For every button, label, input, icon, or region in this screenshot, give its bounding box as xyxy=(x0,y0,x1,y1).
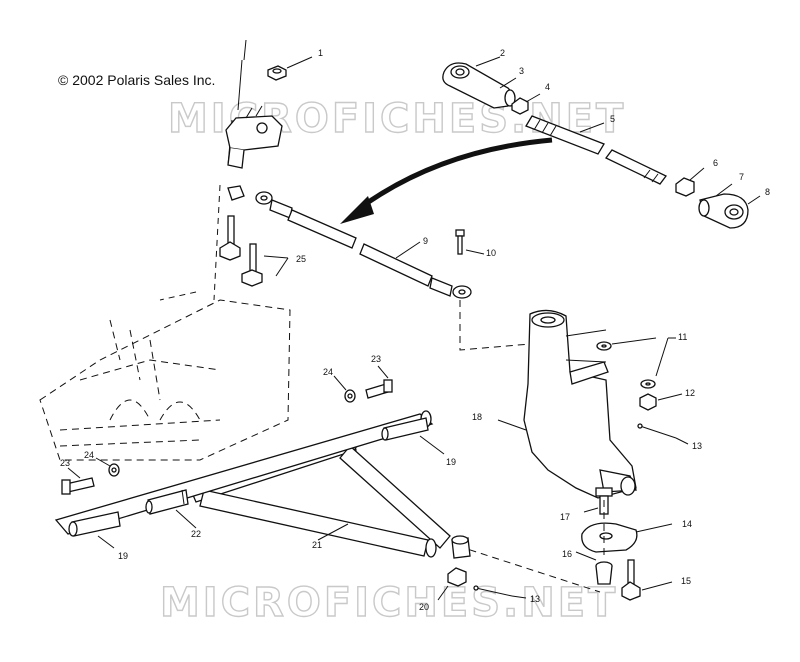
callout-13-lower: 13 xyxy=(530,594,540,604)
callout-24-left: 24 xyxy=(84,450,94,460)
callout-24-right: 24 xyxy=(323,367,333,377)
callout-4: 4 xyxy=(545,82,550,92)
watermark-bottom: MICROFICHES.NET xyxy=(160,580,618,626)
ball-joint-plate-14 xyxy=(581,522,673,553)
callout-7: 7 xyxy=(739,172,744,182)
callout-14: 14 xyxy=(682,519,692,529)
callout-19-right: 19 xyxy=(446,457,456,467)
nut-1 xyxy=(267,56,313,81)
castle-nut-12 xyxy=(639,393,683,411)
bolt-23-right xyxy=(365,365,393,399)
washers-11 xyxy=(596,337,676,389)
cotter-pin-13-upper xyxy=(637,423,689,445)
callout-labels: 1 2 3 4 5 6 7 8 9 10 11 12 13 13 14 15 1… xyxy=(60,48,770,612)
callout-2: 2 xyxy=(500,48,505,58)
callout-18: 18 xyxy=(472,412,482,422)
assembly-arrow xyxy=(340,137,553,224)
callout-19-left: 19 xyxy=(118,551,128,561)
bolts-25 xyxy=(219,185,289,287)
callout-11: 11 xyxy=(678,332,687,342)
washer-24-right xyxy=(333,375,356,403)
bushing-19-left xyxy=(68,511,121,549)
callout-12: 12 xyxy=(685,388,695,398)
callout-25: 25 xyxy=(296,254,306,264)
bolt-10 xyxy=(455,229,485,255)
washer-24-left xyxy=(95,457,120,477)
callout-22: 22 xyxy=(191,529,201,539)
steering-post-bracket xyxy=(159,39,283,301)
callout-10: 10 xyxy=(486,248,496,258)
a-arm-21 xyxy=(54,410,451,558)
bushing-19-right xyxy=(381,417,445,455)
frame-section xyxy=(39,299,291,461)
steering-knuckle-18 xyxy=(497,309,637,499)
copyright-notice: © 2002 Polaris Sales Inc. xyxy=(58,72,216,88)
callout-9: 9 xyxy=(423,236,428,246)
callout-13-upper: 13 xyxy=(692,441,702,451)
callout-6: 6 xyxy=(713,158,718,168)
callout-1: 1 xyxy=(318,48,323,58)
ball-joint-housing xyxy=(451,535,471,559)
callout-5: 5 xyxy=(610,114,615,124)
callout-23-left: 23 xyxy=(60,458,70,468)
callout-16: 16 xyxy=(562,549,572,559)
tie-rod-9 xyxy=(255,191,531,351)
tie-rod-end-upper xyxy=(442,56,517,109)
tie-rod-end-lower xyxy=(698,183,761,229)
callout-17: 17 xyxy=(560,512,570,522)
callout-21: 21 xyxy=(312,540,322,550)
callout-8: 8 xyxy=(765,187,770,197)
cotter-pin-13-lower xyxy=(473,585,527,599)
jam-nut-6 xyxy=(675,167,705,197)
bolt-23-left xyxy=(61,467,95,495)
adjuster-rod-5 xyxy=(525,115,667,185)
bolt-15 xyxy=(621,559,673,601)
callout-3: 3 xyxy=(519,66,524,76)
callout-15: 15 xyxy=(681,576,691,586)
castle-nut-20 xyxy=(437,567,467,601)
callout-23-right: 23 xyxy=(371,354,381,364)
bushing-22 xyxy=(145,489,197,529)
jam-nut-4 xyxy=(511,93,541,115)
bushing-16 xyxy=(575,551,613,585)
assembly-line-lower xyxy=(457,545,601,593)
callout-20: 20 xyxy=(419,602,429,612)
